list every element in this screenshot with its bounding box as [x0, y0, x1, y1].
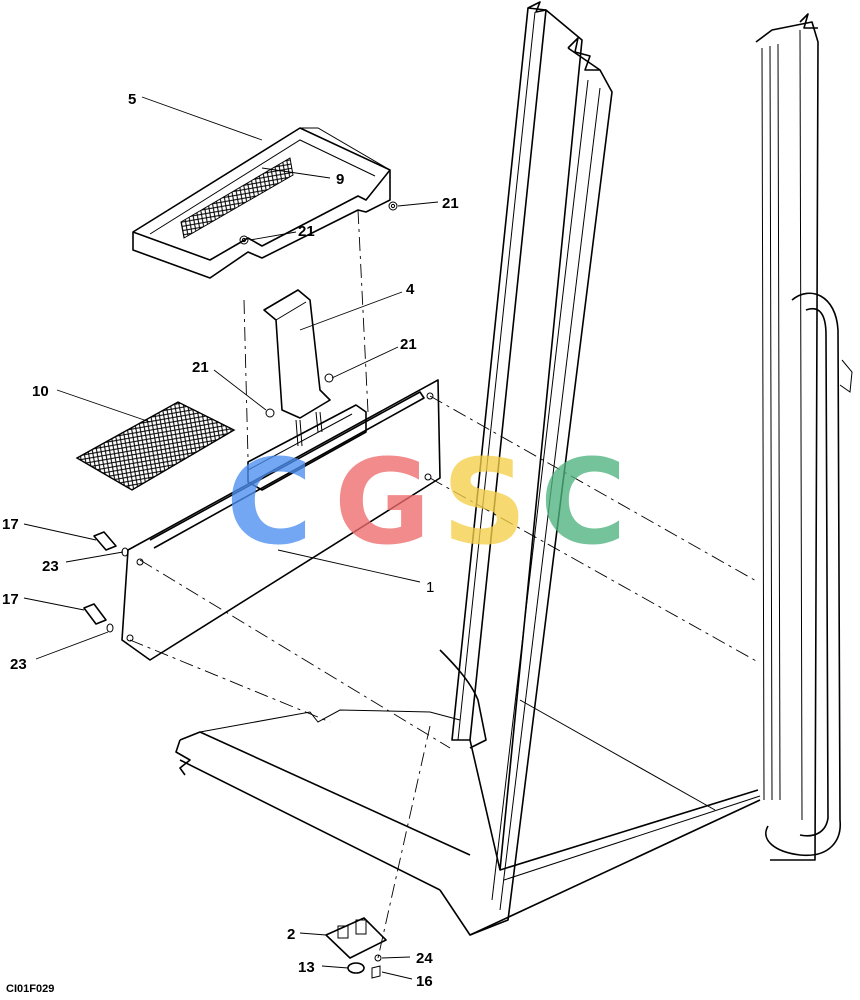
drawing-code: CI01F029	[6, 983, 54, 995]
callout-10: 10	[32, 383, 49, 400]
nut-21-right	[324, 373, 334, 383]
nut-21-left	[265, 408, 275, 418]
watermark-letter: G	[334, 433, 431, 571]
watermark-letter: S	[442, 433, 527, 571]
watermark-letter: C	[540, 433, 627, 571]
nut-21-top-left	[239, 235, 249, 245]
callout-17: 17	[2, 591, 19, 608]
callout-labels: 5 9 21 21 4 21 21 10 1 17 23 17 23 2 24 …	[2, 91, 459, 995]
callout-24: 24	[416, 950, 433, 967]
callout-21: 21	[400, 336, 417, 353]
callout-5: 5	[128, 91, 136, 108]
panel-part-1	[121, 379, 441, 661]
screw-part-16	[371, 965, 381, 979]
callout-17: 17	[2, 516, 19, 533]
callout-13: 13	[298, 959, 315, 976]
tray-part-5	[132, 127, 391, 279]
callout-2: 2	[287, 926, 295, 943]
base-plate-part-2	[325, 917, 387, 959]
callout-23: 23	[10, 656, 27, 673]
callout-4: 4	[406, 281, 415, 298]
callout-21: 21	[298, 223, 315, 240]
leader-lines	[23, 96, 439, 980]
alignment-lines	[129, 209, 759, 959]
washer-part-24	[374, 954, 382, 962]
watermark-letter: C	[226, 433, 313, 571]
grommet-part-13	[347, 962, 365, 974]
fasteners	[83, 201, 398, 979]
callout-21: 21	[442, 195, 459, 212]
callout-16: 16	[416, 973, 433, 990]
bracket-part-4	[263, 289, 331, 419]
callout-21: 21	[192, 359, 209, 376]
callout-9: 9	[336, 171, 344, 188]
cab-frame	[175, 1, 853, 936]
mesh-mat-part-10	[75, 401, 236, 491]
nut-21-top-right	[388, 201, 398, 211]
watermark: C G S C	[226, 433, 627, 571]
callout-1: 1	[426, 579, 434, 596]
callout-23: 23	[42, 558, 59, 575]
bolt-17-lower	[83, 603, 114, 633]
